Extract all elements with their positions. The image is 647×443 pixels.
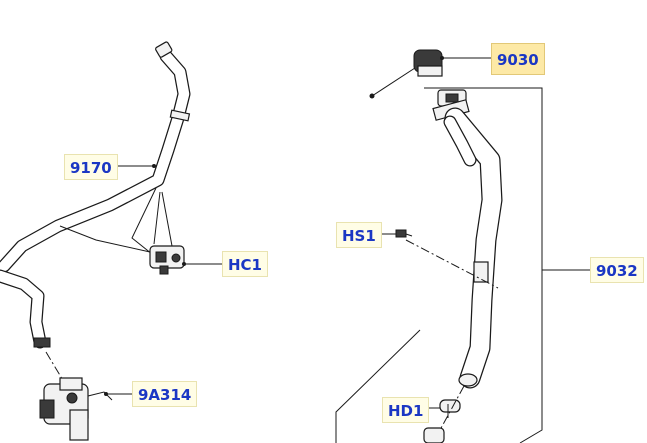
9032-bracket-outline xyxy=(424,87,543,443)
callout-hd1[interactable]: HD1 xyxy=(382,397,430,423)
callout-hc1[interactable]: HC1 xyxy=(222,251,268,277)
centre-line xyxy=(405,239,499,289)
hs1-screw-part xyxy=(395,229,413,238)
hd1-clip-part xyxy=(439,399,461,418)
lower-pipe-stub xyxy=(423,385,465,443)
callout-9030[interactable]: 9030 xyxy=(491,43,545,75)
vapour-hose-assembly xyxy=(0,41,191,349)
callout-9032[interactable]: 9032 xyxy=(590,257,644,283)
9a314-pump-part xyxy=(39,351,113,441)
sensor-tubes xyxy=(59,187,173,255)
filler-pipe-part xyxy=(443,107,503,389)
callout-9a314[interactable]: 9A314 xyxy=(132,381,198,407)
callout-9170[interactable]: 9170 xyxy=(64,154,118,180)
9030-filler-cap-part xyxy=(369,49,443,99)
callout-hs1[interactable]: HS1 xyxy=(336,222,382,248)
hc1-valve-part xyxy=(149,245,185,275)
